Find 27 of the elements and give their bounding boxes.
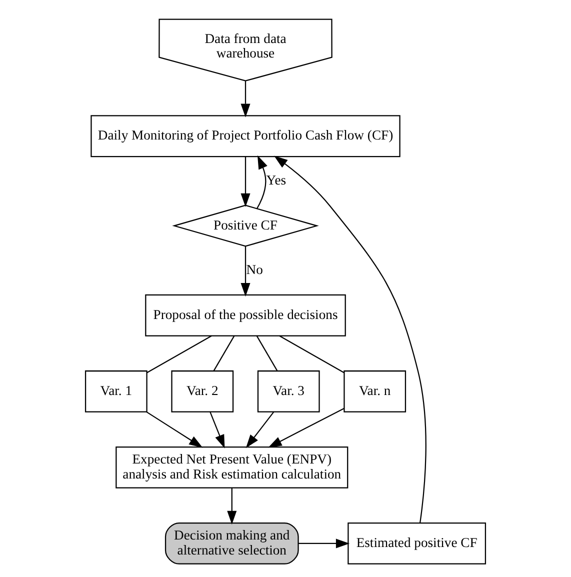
edge-label: Yes [266,172,286,188]
connector [213,336,235,372]
arrow [240,246,250,297]
node-box: Var. n [344,370,406,412]
edge-label: No [246,262,263,278]
node-box: Var. 2 [171,370,234,412]
node-box: Decision making and alternative selection [164,522,299,564]
connector [256,336,278,372]
node-box: Var. 3 [257,370,320,412]
arrow [240,156,250,208]
connector [146,335,212,374]
arrow [246,412,274,448]
node-box: Estimated positive CF [348,522,486,564]
arrow [240,80,250,118]
arrow [268,408,344,448]
arrow [274,156,426,523]
arrow [256,155,268,209]
arrow [298,538,350,548]
node-box: Var. 1 [84,370,148,412]
connector [279,335,344,374]
arrow [227,488,237,525]
arrow [146,411,203,448]
node-box: Expected Net Present Value (ENPV) analysis and Risk estimation calculation [116,446,348,488]
arrow [210,412,225,448]
node-box: Proposal of the possible decisions [145,294,346,336]
node-diamond: Positive CF [172,204,319,247]
node-box: Daily Monitoring of Project Portfolio Cash Flow (CF) [90,115,400,158]
